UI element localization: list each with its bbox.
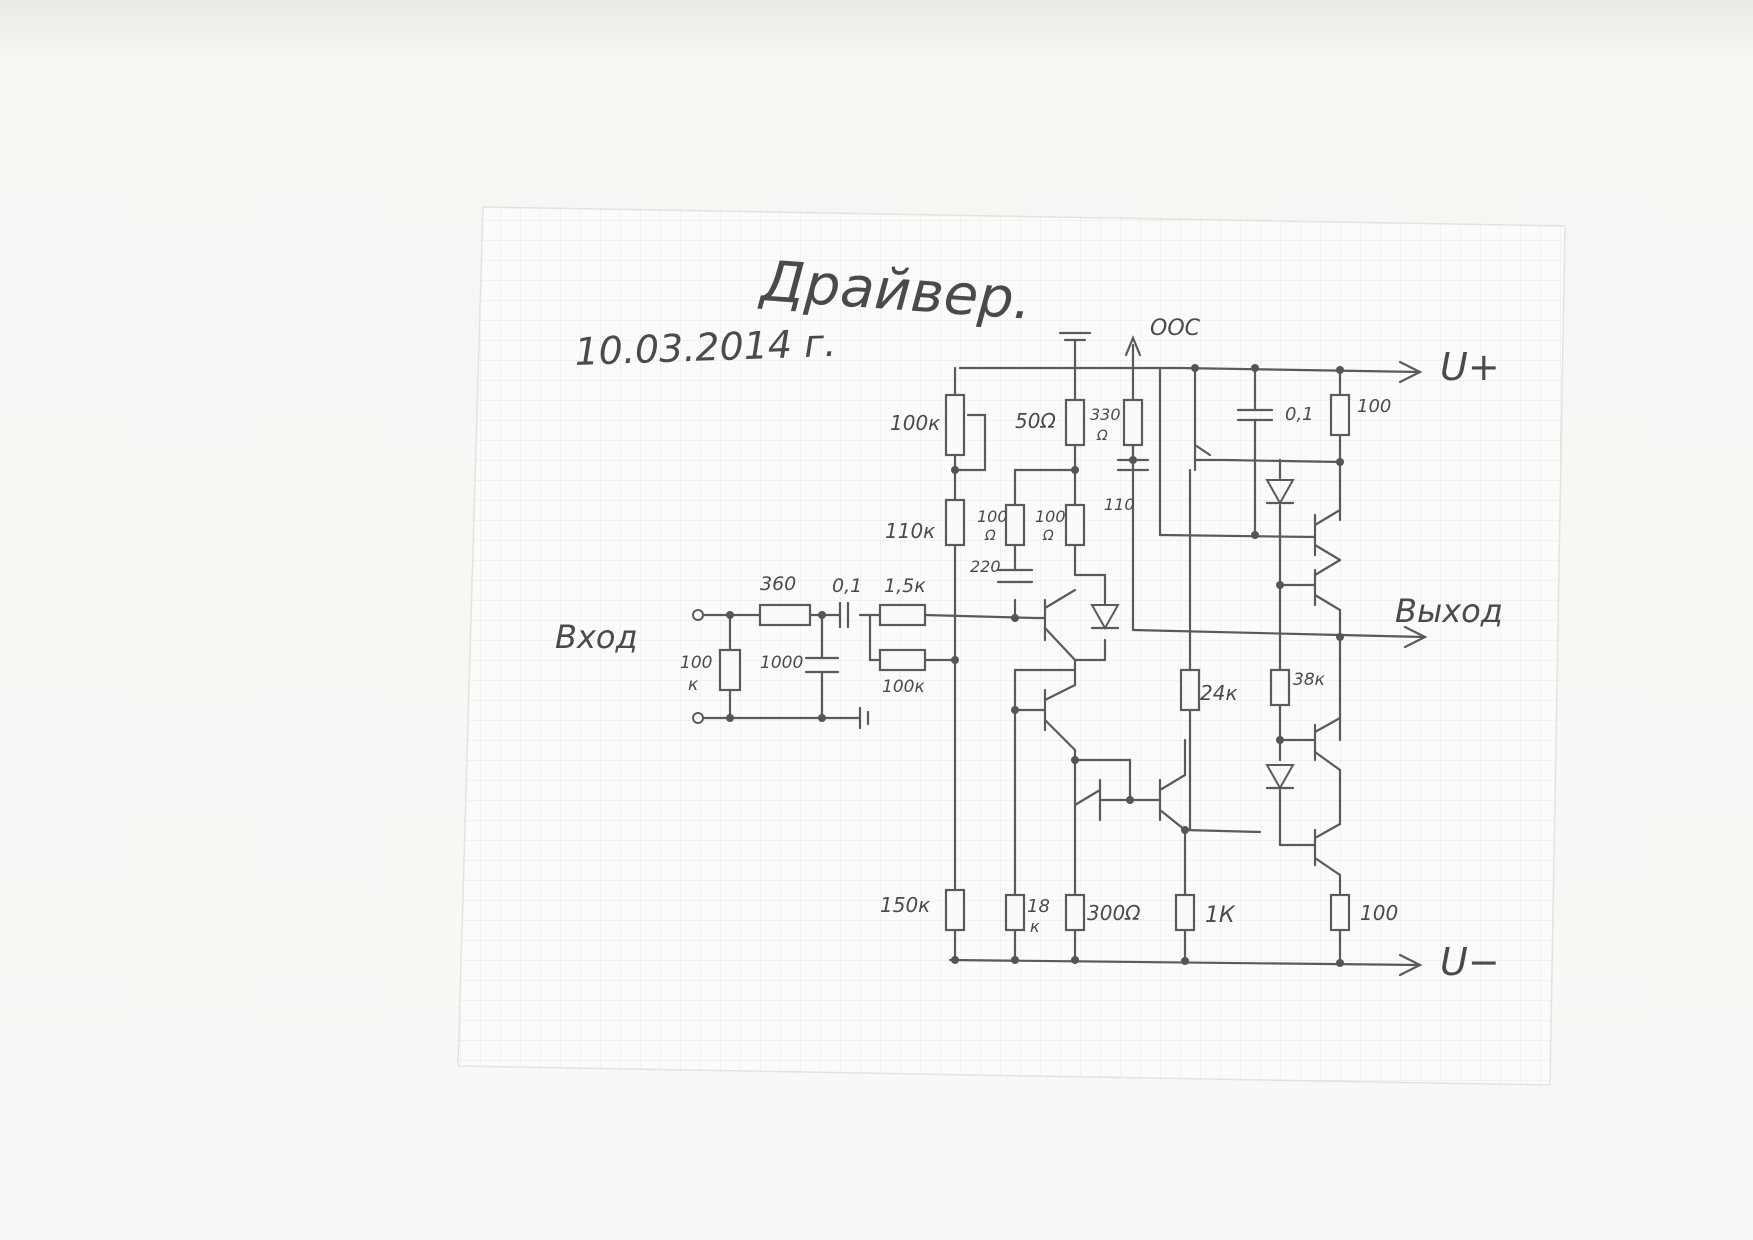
label-r-1k: 1К <box>1205 903 1236 928</box>
label-c-220: 220 <box>970 557 1001 576</box>
label-c-110: 110 <box>1104 495 1135 514</box>
junction-dots <box>692 364 1344 967</box>
input-terminal-label: Вход <box>555 618 638 656</box>
label-r-100-top: 100 <box>1357 396 1391 417</box>
label-r-38k: 38к <box>1293 670 1326 690</box>
label-c-01-top: 0,1 <box>1285 404 1314 425</box>
v-plus-label: U+ <box>1440 345 1500 389</box>
label-r-100-b: 100 <box>1035 507 1066 526</box>
label-r-100k-lower: 100к <box>882 677 925 697</box>
label-r-in-k: к <box>688 675 699 695</box>
component-labels: 100 к 360 0,1 1,5к 1000 100к 100к 110к 1… <box>680 396 1398 936</box>
resistor-symbols <box>718 393 1351 932</box>
feedback-label: ООС <box>1150 316 1201 341</box>
diagram-date: 10.03.2014 г. <box>574 321 837 374</box>
label-pot-100k: 100к <box>890 411 940 435</box>
label-r-100-a-unit: Ω <box>984 528 996 544</box>
label-r-110k: 110к <box>885 519 935 543</box>
label-r-100-a: 100 <box>977 507 1008 526</box>
label-r-in-100: 100 <box>680 653 712 673</box>
v-minus-label: U− <box>1440 940 1500 984</box>
label-r-150k: 150к <box>880 893 930 917</box>
label-r-18k: 18 <box>1027 896 1050 917</box>
label-r-300: 300Ω <box>1087 901 1141 925</box>
capacitor-diode-symbols <box>804 458 1295 791</box>
label-r-50: 50Ω <box>1015 409 1056 433</box>
label-c-01-in: 0,1 <box>832 575 862 597</box>
label-r-15k: 1,5к <box>884 575 926 597</box>
label-r-330-unit: Ω <box>1096 428 1108 444</box>
label-r-100-bottom: 100 <box>1360 901 1398 925</box>
label-r-24k: 24к <box>1200 681 1238 705</box>
output-terminal-label: Выход <box>1395 592 1503 630</box>
label-r-360: 360 <box>760 573 796 595</box>
label-r-330: 330 <box>1090 405 1121 424</box>
label-r-100-b-unit: Ω <box>1042 528 1054 544</box>
label-c-1000: 1000 <box>760 653 803 673</box>
label-r-18k-unit: к <box>1030 917 1040 936</box>
